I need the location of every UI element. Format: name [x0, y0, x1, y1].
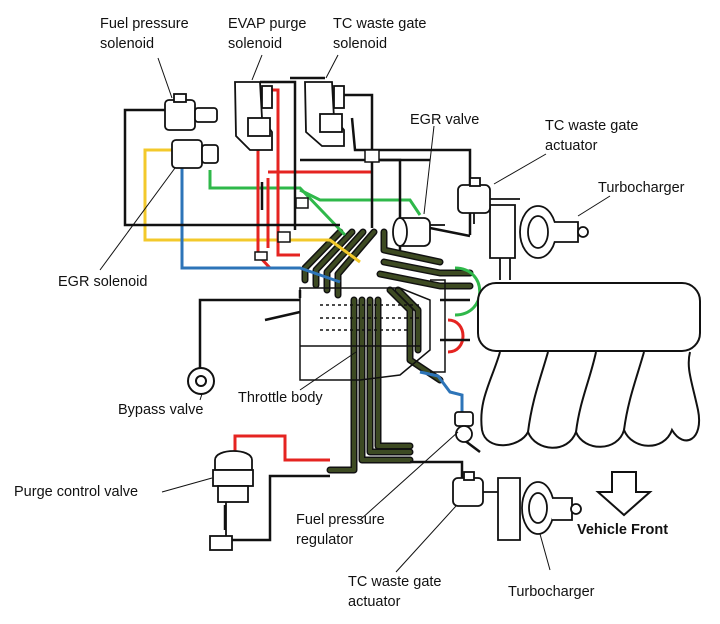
fuel-pressure-solenoid — [164, 93, 218, 131]
turbocharger-bottom — [497, 477, 582, 541]
intake-manifold — [477, 282, 701, 449]
label-turbocharger-top: Turbocharger — [598, 180, 685, 196]
vehicle-front-arrow-icon — [595, 471, 653, 517]
label-egr-solenoid: EGR solenoid — [58, 274, 148, 290]
label-bypass-valve: Bypass valve — [118, 402, 204, 418]
hose-fittings — [254, 149, 380, 261]
label-tc-waste-gate-actuator-top: TC waste gate actuator — [545, 118, 639, 154]
bypass-valve — [187, 367, 215, 395]
leader-lines — [99, 54, 611, 573]
egr-valve — [392, 217, 445, 247]
pipe-bundle — [301, 228, 474, 474]
label-turbocharger-bottom: Turbocharger — [508, 584, 595, 600]
label-vehicle-front: Vehicle Front — [577, 522, 669, 538]
egr-solenoid — [171, 139, 219, 169]
label-purge-control-valve: Purge control valve — [14, 484, 139, 500]
label-evap-purge-solenoid: EVAP purge solenoid — [228, 16, 307, 52]
label-tc-waste-gate-solenoid: TC waste gate solenoid — [333, 16, 427, 52]
label-fuel-pressure-regulator: Fuel pressure regulator — [296, 512, 385, 548]
turbocharger-top — [489, 204, 589, 280]
throttle-body — [299, 279, 446, 381]
purge-control-valve — [209, 450, 254, 551]
hose-blue — [180, 140, 464, 412]
evap-purge-solenoid — [234, 81, 273, 151]
tc-waste-gate-actuator-top — [457, 177, 520, 224]
fuel-pressure-regulator — [454, 411, 474, 443]
hose-yellow — [143, 148, 361, 264]
label-fuel-pressure-solenoid: Fuel pressure solenoid — [100, 16, 189, 52]
label-throttle-body: Throttle body — [238, 390, 323, 406]
label-tc-waste-gate-actuator-bottom: TC waste gate actuator — [348, 574, 442, 610]
label-egr-valve: EGR valve — [410, 112, 480, 128]
tc-waste-gate-solenoid — [304, 81, 345, 147]
